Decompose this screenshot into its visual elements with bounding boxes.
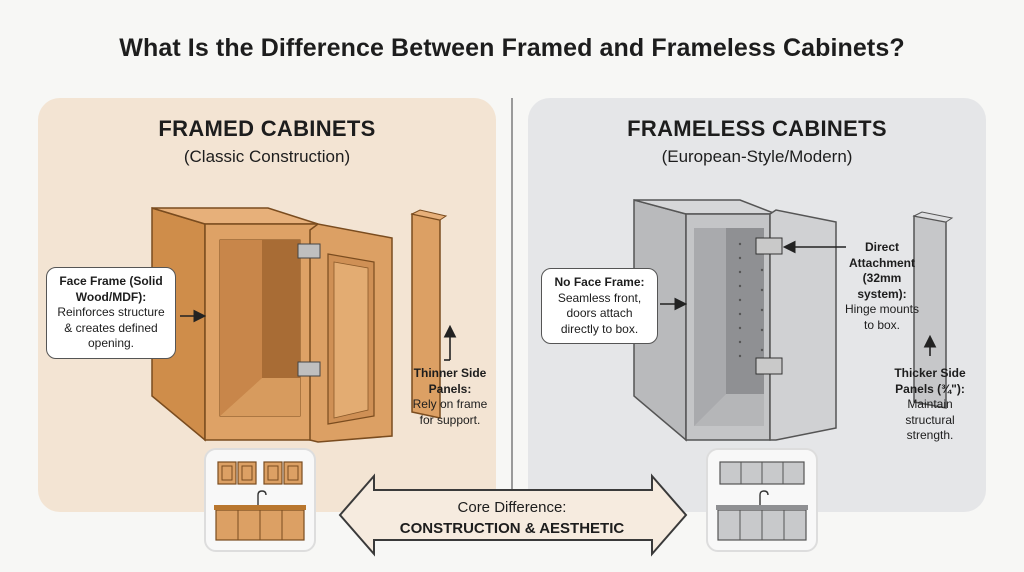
core-difference-line2: CONSTRUCTION & AESTHETIC bbox=[399, 520, 625, 537]
no-face-frame-title: No Face Frame: bbox=[554, 275, 645, 289]
thinner-side-title: Thinner Side Panels: bbox=[413, 366, 487, 396]
frameless-kitchen-icon bbox=[716, 461, 808, 541]
thicker-side-body: Maintain structural strength. bbox=[905, 397, 955, 443]
no-face-frame-callout: No Face Frame: Seamless front, doors att… bbox=[541, 268, 658, 345]
direct-attachment-note: Direct Attachment (32mm system): Hinge m… bbox=[840, 240, 924, 334]
no-face-frame-body: Seamless front, doors attach directly to… bbox=[557, 290, 642, 336]
core-difference-label: Core Difference: CONSTRUCTION & AESTHETI… bbox=[380, 497, 644, 539]
thinner-side-body: Rely on frame for support. bbox=[412, 397, 488, 427]
frameless-cabinet-drawing bbox=[633, 199, 954, 442]
framed-cabinet-drawing bbox=[151, 206, 448, 443]
page-title: What Is the Difference Between Framed an… bbox=[119, 34, 905, 62]
direct-attachment-title: Direct Attachment (32mm system): bbox=[848, 240, 915, 301]
frameless-subheading: (European-Style/Modern) bbox=[661, 147, 853, 166]
framed-subheading: (Classic Construction) bbox=[183, 147, 351, 166]
direct-attachment-body: Hinge mounts to box. bbox=[844, 302, 920, 332]
core-difference-line1: Core Difference: bbox=[457, 499, 567, 516]
framed-heading: FRAMED CABINETS bbox=[158, 116, 376, 141]
core-difference-arrow bbox=[338, 473, 688, 557]
face-frame-callout: Face Frame (Solid Wood/MDF): Reinforces … bbox=[46, 267, 176, 359]
face-frame-title: Face Frame (Solid Wood/MDF): bbox=[59, 274, 163, 304]
frameless-kitchen-thumbnail bbox=[706, 448, 818, 552]
framed-kitchen-thumbnail bbox=[204, 448, 316, 552]
face-frame-body: Reinforces structure & creates defined o… bbox=[57, 305, 165, 351]
framed-kitchen-icon bbox=[214, 461, 306, 541]
thicker-side-title: Thicker Side Panels (¾"): bbox=[894, 366, 966, 396]
thicker-side-note: Thicker Side Panels (¾"): Maintain struc… bbox=[884, 366, 976, 444]
frameless-heading: FRAMELESS CABINETS bbox=[627, 116, 887, 141]
center-divider bbox=[511, 98, 513, 508]
thinner-side-note: Thinner Side Panels: Rely on frame for s… bbox=[404, 366, 496, 428]
